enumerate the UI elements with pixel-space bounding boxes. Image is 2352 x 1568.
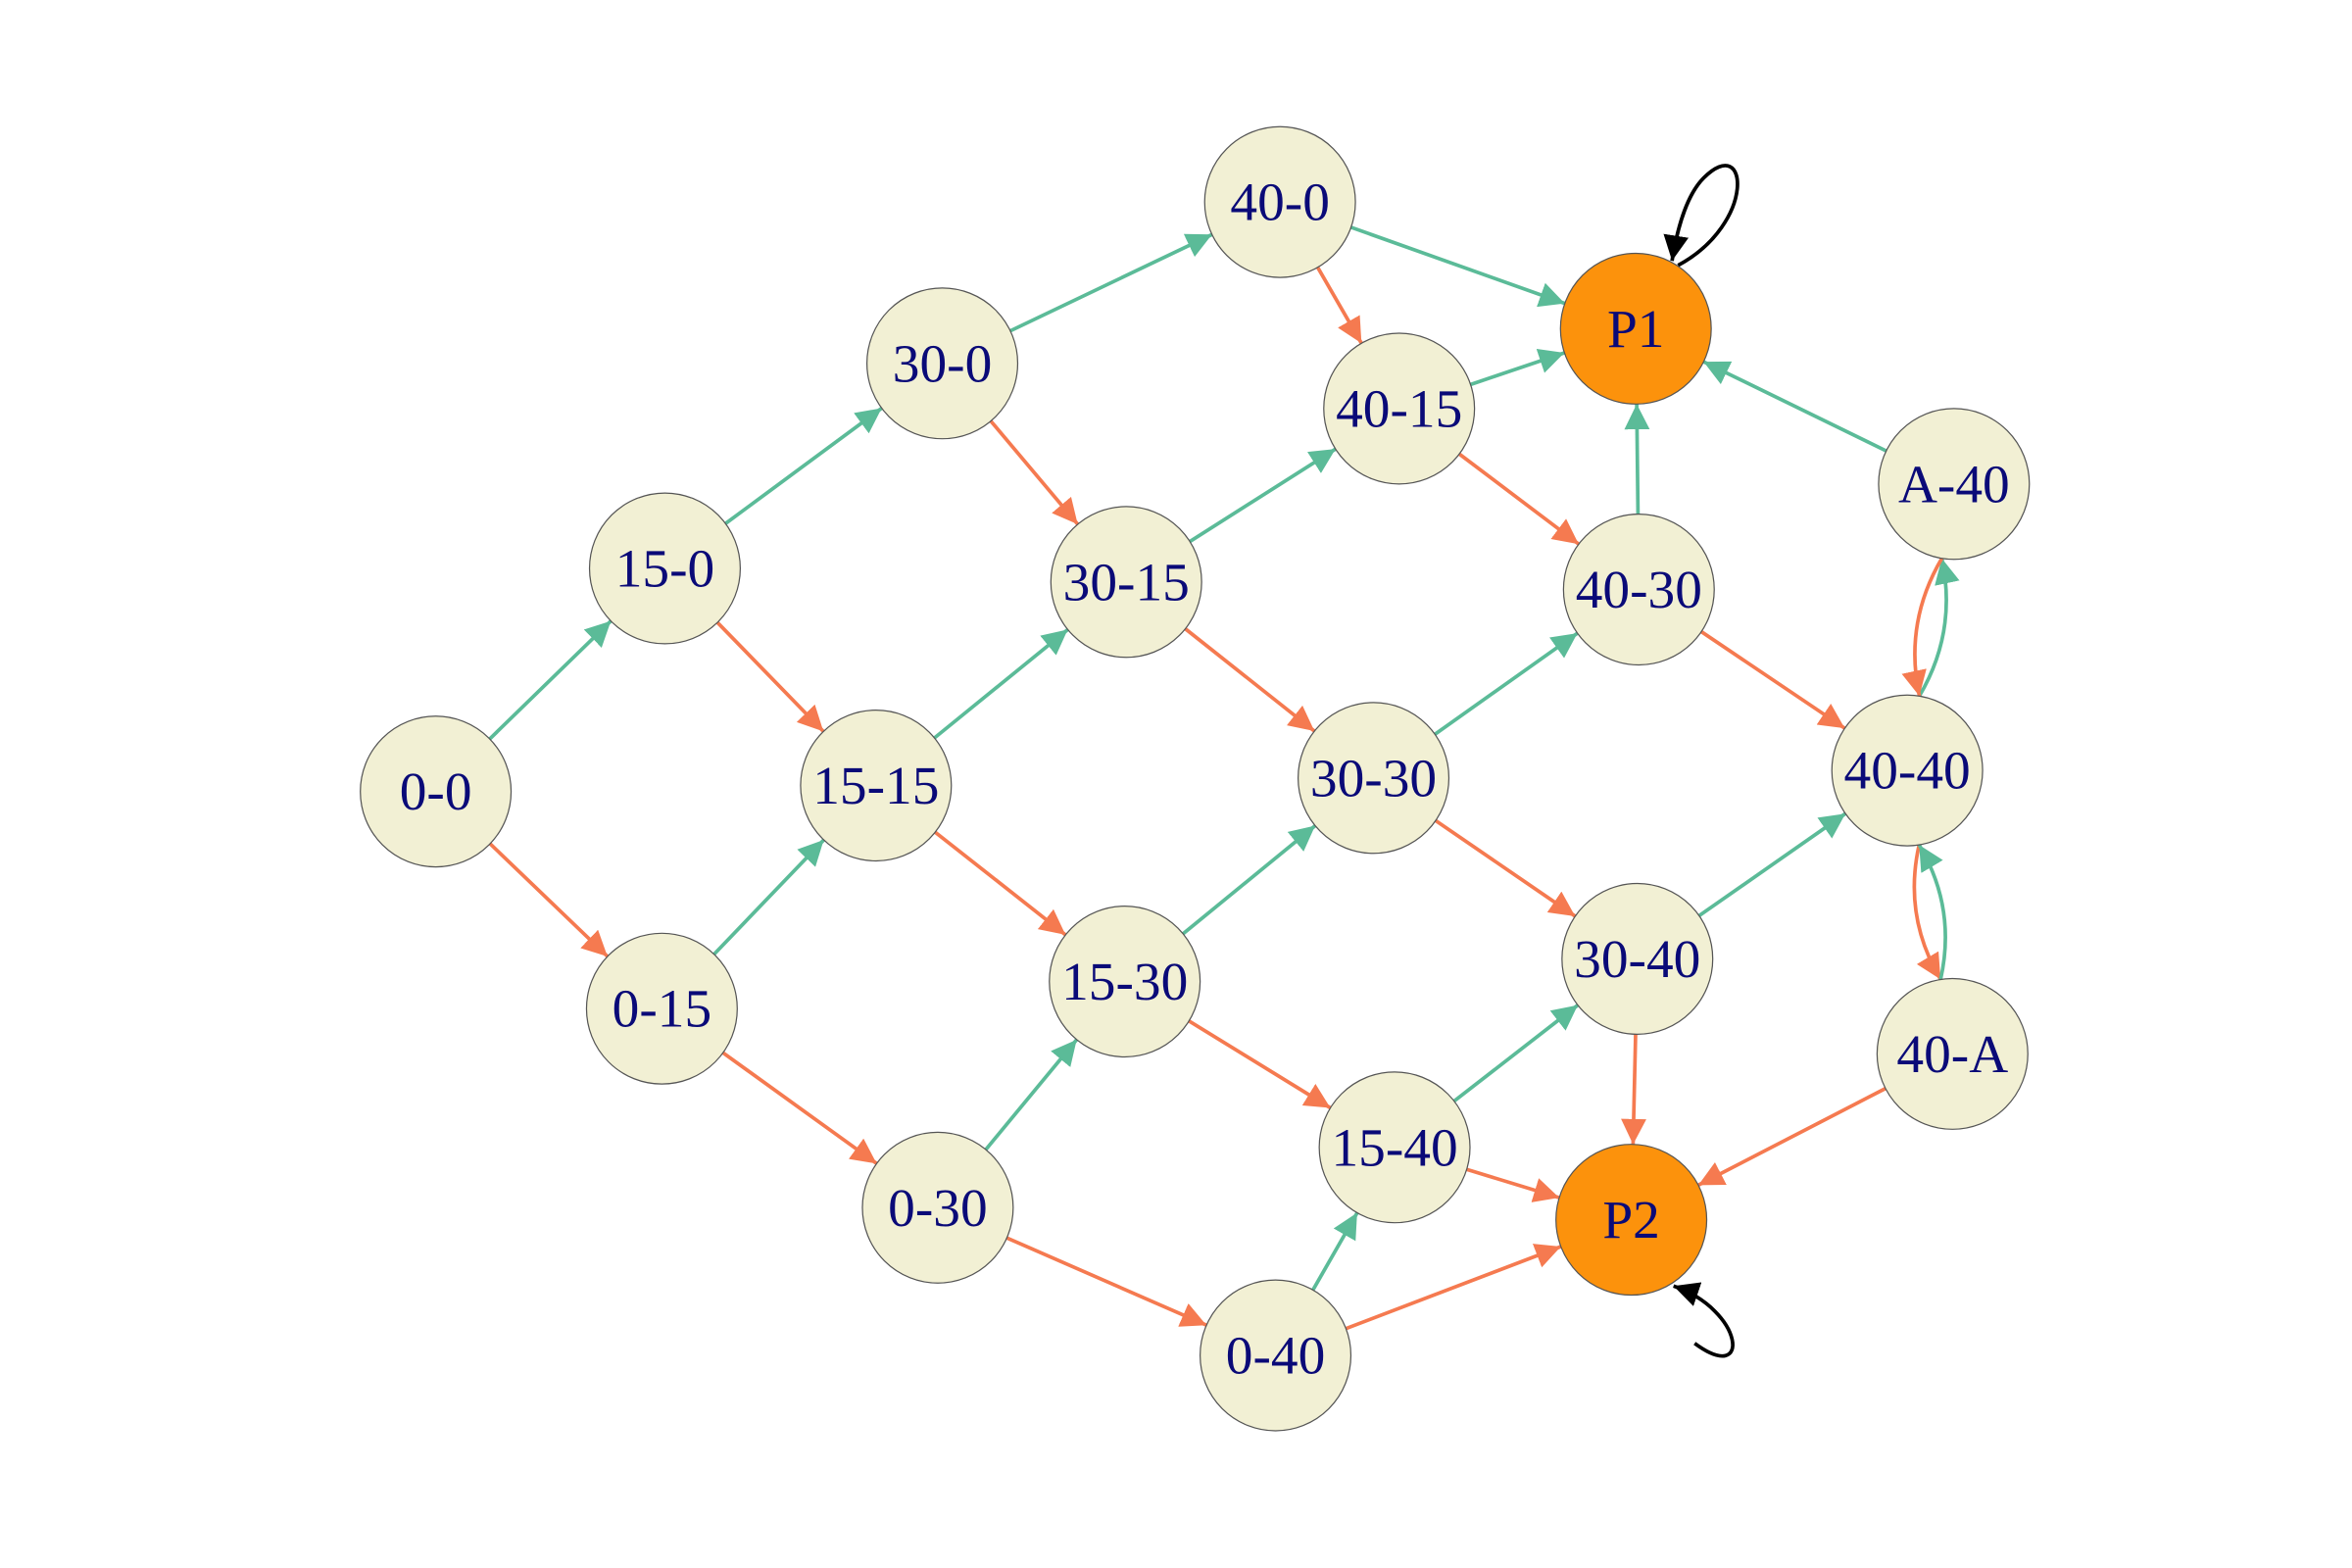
node-label: 15-15 (812, 756, 939, 815)
edge-30-40-to-40-40 (1697, 811, 1847, 917)
node-P1: P1 (1559, 252, 1712, 405)
edge-40-0-to-P1 (1350, 225, 1566, 308)
node-circle (1562, 514, 1715, 666)
edge-15-15-to-15-30 (934, 830, 1067, 937)
node-circle (1323, 332, 1476, 485)
edge-0-15-to-15-15 (712, 838, 825, 956)
self-loop-edge-P2 (1673, 1282, 1735, 1358)
node-0-30: 0-30 (861, 1131, 1014, 1284)
node-circle (1049, 906, 1201, 1058)
edge-40-A-to-P2 (1697, 1087, 1886, 1187)
node-40-0: 40-0 (1203, 125, 1356, 278)
edge-15-40-to-30-40 (1452, 1004, 1580, 1103)
edge-15-0-to-30-0 (724, 407, 883, 525)
node-label: 0-30 (888, 1178, 988, 1238)
node-circle (1298, 702, 1450, 855)
node-circle (866, 287, 1019, 440)
node-15-40: 15-40 (1318, 1071, 1471, 1224)
edge-40-15-to-40-30 (1457, 452, 1581, 546)
node-0-40: 0-40 (1200, 1279, 1352, 1432)
edge-15-0-to-15-15 (715, 620, 825, 733)
edge-40-40-to-A-40 (1917, 558, 1960, 698)
node-15-0: 15-0 (588, 492, 741, 645)
edge-0-0-to-15-0 (488, 619, 612, 741)
edge-30-0-to-30-15 (989, 419, 1080, 526)
edge-A-40-to-40-40 (1901, 557, 1944, 697)
node-label: 30-40 (1574, 929, 1700, 989)
node-40-30: 40-30 (1562, 514, 1715, 666)
self-loop-edge-P1 (1663, 164, 1740, 268)
edge-40-15-to-P1 (1469, 349, 1565, 387)
edge-0-15-to-0-30 (721, 1051, 878, 1165)
node-label: 0-0 (400, 761, 472, 821)
edge-40-0-to-40-15 (1315, 266, 1363, 345)
node-label: 40-A (1896, 1024, 2008, 1084)
edge-30-0-to-40-0 (1009, 232, 1213, 333)
node-label: A-40 (1898, 454, 2010, 514)
node-label: 40-15 (1336, 378, 1462, 438)
node-label: 40-40 (1844, 741, 1971, 801)
node-40-15: 40-15 (1323, 332, 1476, 485)
node-label: 15-40 (1331, 1117, 1457, 1177)
node-circle (1050, 506, 1202, 659)
node-circle (588, 492, 741, 645)
node-circle (1878, 408, 2031, 561)
node-0-15: 0-15 (585, 932, 738, 1085)
node-40-A: 40-A (1876, 977, 2029, 1130)
node-label: P1 (1607, 299, 1665, 359)
edge-30-15-to-40-15 (1189, 447, 1337, 544)
edge-0-30-to-0-40 (1005, 1236, 1207, 1327)
edge-40-40-to-40-A (1912, 844, 1942, 981)
edge-15-40-to-P2 (1466, 1167, 1560, 1202)
node-30-15: 30-15 (1050, 506, 1202, 659)
edge-30-30-to-40-30 (1434, 631, 1579, 736)
edge-40-30-to-P1 (1624, 404, 1650, 514)
node-30-0: 30-0 (866, 287, 1019, 440)
node-circle (1559, 252, 1712, 405)
edge-30-30-to-30-40 (1434, 818, 1577, 918)
node-label: 30-0 (893, 333, 993, 393)
edge-0-40-to-15-40 (1311, 1211, 1359, 1292)
edge-40-A-to-40-40 (1917, 844, 1947, 980)
node-label: 15-0 (615, 539, 715, 599)
edge-A-40-to-P1 (1702, 360, 1887, 453)
edge-0-30-to-15-30 (984, 1038, 1079, 1152)
edge-30-40-to-P2 (1621, 1034, 1646, 1145)
node-circle (585, 932, 738, 1085)
edge-30-15-to-30-30 (1184, 627, 1316, 733)
node-30-30: 30-30 (1298, 702, 1450, 855)
node-label: 40-0 (1230, 172, 1330, 232)
node-circle (1831, 694, 1984, 847)
node-0-0: 0-0 (360, 715, 513, 868)
edge-15-30-to-15-40 (1188, 1019, 1332, 1110)
node-label: 0-40 (1226, 1326, 1326, 1386)
edge-15-30-to-30-30 (1182, 824, 1317, 936)
node-A-40: A-40 (1878, 408, 2031, 561)
node-30-40: 30-40 (1561, 882, 1714, 1035)
node-circle (1200, 1279, 1352, 1432)
node-15-30: 15-30 (1049, 906, 1201, 1058)
node-label: 40-30 (1576, 560, 1702, 619)
node-label: 30-15 (1063, 552, 1190, 612)
edge-0-40-to-P2 (1345, 1244, 1562, 1331)
edge-0-0-to-0-15 (488, 842, 610, 958)
node-label: 0-15 (612, 979, 712, 1039)
node-P2: P2 (1555, 1144, 1708, 1297)
edge-15-15-to-30-15 (933, 627, 1069, 740)
node-circle (360, 715, 513, 868)
edge-40-30-to-40-40 (1700, 630, 1846, 730)
node-circle (1203, 125, 1356, 278)
node-circle (1555, 1144, 1708, 1297)
node-label: 15-30 (1061, 952, 1188, 1011)
node-label: 30-30 (1310, 748, 1437, 808)
node-15-15: 15-15 (800, 710, 953, 862)
node-label: P2 (1602, 1190, 1660, 1250)
node-circle (1876, 977, 2029, 1130)
node-circle (1318, 1071, 1471, 1224)
node-40-40: 40-40 (1831, 694, 1984, 847)
node-circle (861, 1131, 1014, 1284)
node-circle (800, 710, 953, 862)
node-circle (1561, 882, 1714, 1035)
